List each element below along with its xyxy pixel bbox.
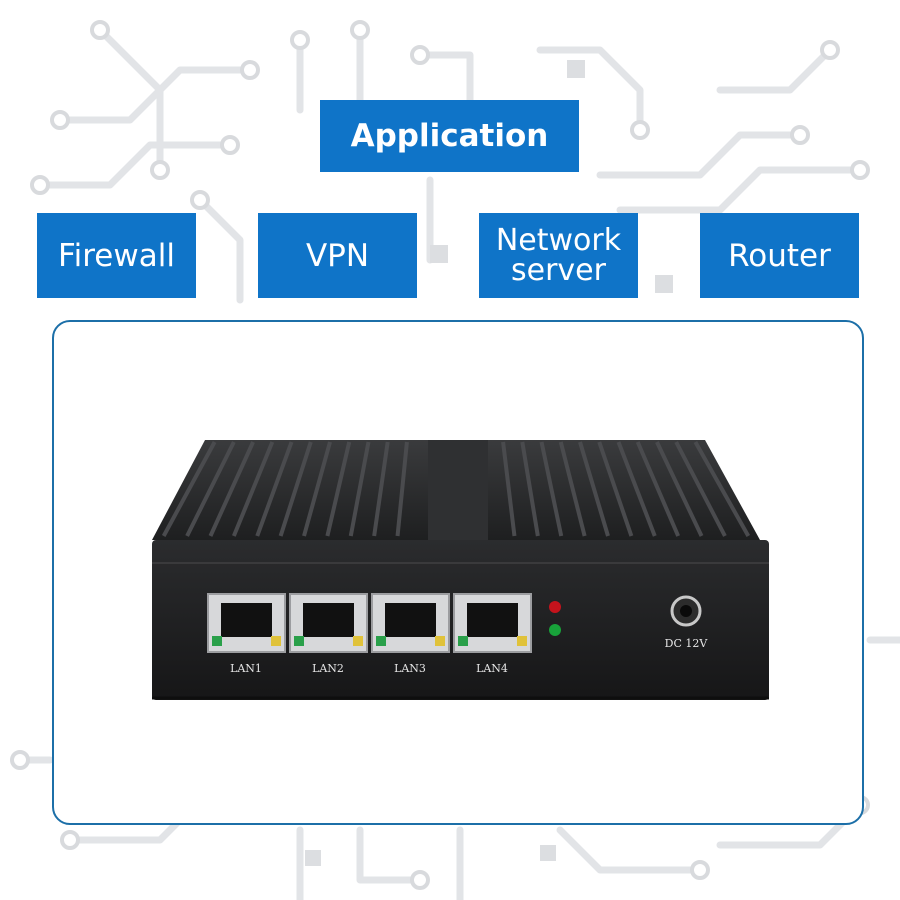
led-red xyxy=(549,601,561,613)
lan4-label: LAN4 xyxy=(476,662,508,675)
led-green xyxy=(549,624,561,636)
heatsink-fin xyxy=(597,441,634,537)
lan-port-4 xyxy=(453,593,532,653)
heatsink-fins xyxy=(161,441,751,537)
heatsink-fin xyxy=(635,441,680,537)
heatsink-fin xyxy=(231,441,275,537)
category-network-line2: server xyxy=(511,252,606,288)
heatsink-fin xyxy=(558,441,587,537)
application-title: Application xyxy=(320,100,579,172)
heatsink-fin xyxy=(616,441,657,537)
heatsink-fin xyxy=(208,441,255,537)
lan-port-2 xyxy=(289,593,368,653)
lan1-label: LAN1 xyxy=(230,662,262,675)
lan-port-3 xyxy=(371,593,450,653)
heatsink-fin xyxy=(255,441,294,537)
heatsink-fin xyxy=(578,441,610,537)
lan-port-1 xyxy=(207,593,286,653)
dc-power-jack xyxy=(670,595,702,627)
heatsink-fin xyxy=(185,441,236,537)
category-router: Router xyxy=(700,213,859,298)
center-channel xyxy=(428,440,488,540)
category-network-server: Network server xyxy=(479,213,638,298)
heatsink-fin xyxy=(395,441,409,537)
category-firewall: Firewall xyxy=(37,213,196,298)
heatsink-fin xyxy=(325,441,352,537)
heatsink-fin xyxy=(693,441,751,537)
heatsink-fin xyxy=(501,441,517,537)
heatsink-fin xyxy=(278,441,313,537)
category-network-line1: Network xyxy=(495,222,622,258)
lan2-label: LAN2 xyxy=(312,662,344,675)
heatsink-fin xyxy=(655,441,704,537)
category-vpn: VPN xyxy=(258,213,417,298)
heatsink-fin xyxy=(348,441,371,537)
heatsink-fin xyxy=(520,441,540,537)
heatsink-fin xyxy=(674,441,727,537)
dc-12v-label: DC 12V xyxy=(665,637,709,650)
heatsink-fin xyxy=(372,441,390,537)
heatsink-fin xyxy=(539,441,564,537)
heatsink-fin xyxy=(161,441,217,537)
heatsink-fin xyxy=(302,441,332,537)
lan3-label: LAN3 xyxy=(394,662,426,675)
